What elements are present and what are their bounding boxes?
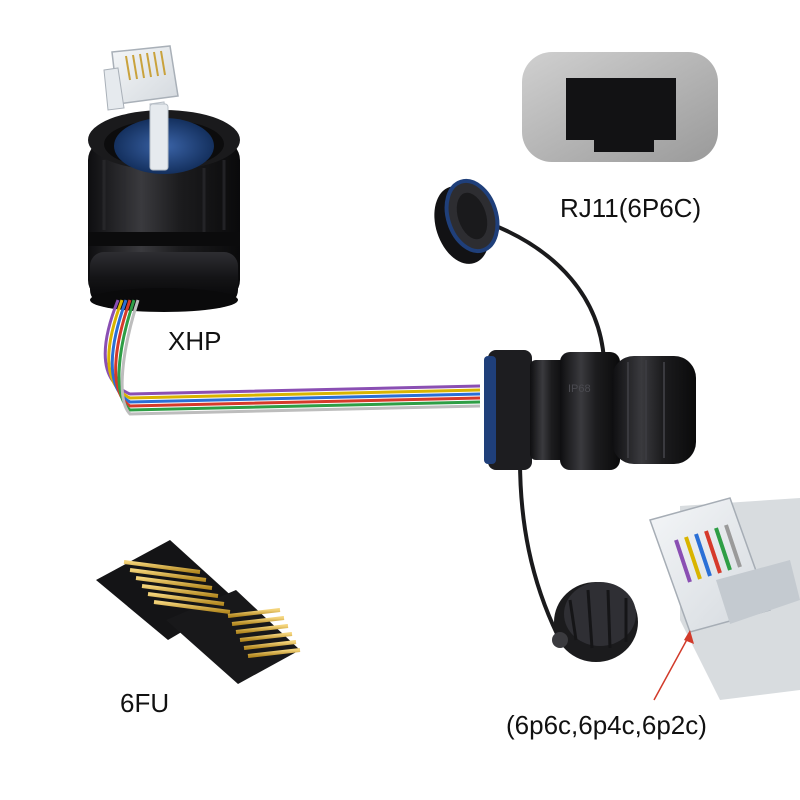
rj11-label: RJ11(6P6C) (560, 193, 702, 223)
rj11-plug (649, 497, 800, 700)
ip68-marking: IP68 (568, 383, 591, 395)
6fu-contact-block (96, 540, 301, 684)
6fu-label: 6FU (120, 688, 170, 718)
dust-cap-bottom (552, 582, 638, 662)
red-arrow (653, 630, 694, 701)
rj11-jack-inset (522, 52, 718, 162)
bulkhead-connector: IP68 (434, 178, 696, 662)
xhp-label: XHP (168, 326, 222, 356)
dust-cap-top (434, 178, 500, 264)
ribbon-cable (103, 299, 481, 416)
plug-types-label: (6p6c,6p4c,6p2c) (506, 710, 707, 740)
xhp-connector (88, 45, 240, 312)
